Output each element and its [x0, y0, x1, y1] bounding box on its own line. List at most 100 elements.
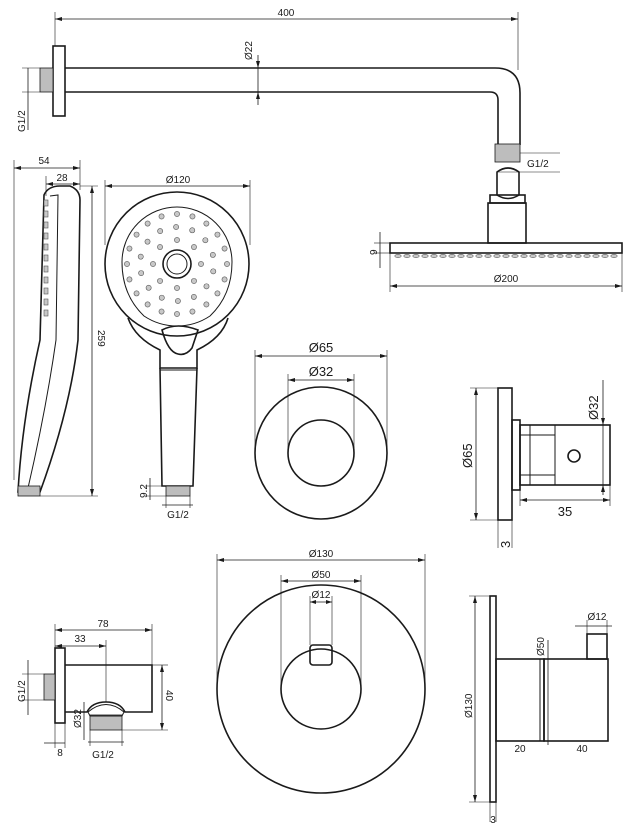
nozzle-dot [174, 311, 180, 317]
arrow [511, 17, 518, 21]
arrow [55, 17, 62, 21]
nozzle-dot [43, 309, 49, 317]
arrow [145, 628, 152, 632]
nozzle-dot [511, 254, 519, 258]
nozzle-dot [221, 245, 228, 252]
nozzle-dot [189, 308, 196, 315]
arrow [474, 388, 478, 395]
hand-side-thread [17, 485, 41, 497]
arrow [256, 92, 260, 99]
nozzle-dot [189, 213, 196, 220]
hand-face-outer [104, 191, 250, 337]
valve-screw [567, 449, 581, 463]
mixer-knob [280, 648, 362, 730]
nozzle-dot [209, 251, 216, 258]
nozzle-dot [529, 254, 537, 258]
nozzle-dot [203, 283, 210, 290]
hand-shower-side-outline [17, 185, 81, 493]
nozzle-dot [144, 238, 151, 245]
nozzle-dot [150, 261, 156, 267]
arrow [243, 184, 250, 188]
arrow [520, 498, 527, 502]
valve-side-body [519, 424, 611, 486]
arrow [615, 284, 622, 288]
arrow [90, 489, 94, 496]
hand-mode-button [161, 325, 200, 356]
nozzle-dot [520, 254, 528, 258]
nozzle-dot [203, 220, 210, 227]
nozzle-dot [457, 254, 465, 258]
label-rosette-inner: Ø32 [309, 364, 334, 379]
nozzle-dot [144, 301, 151, 308]
label-valve-body: Ø32 [586, 395, 601, 420]
mixer-front-view: Ø130 Ø50 Ø12 [216, 549, 426, 794]
nozzle-dot [191, 244, 197, 250]
nozzle-dot [124, 261, 130, 267]
arrow [310, 600, 316, 604]
nozzle-dot [138, 270, 145, 277]
nozzle-dot [43, 254, 49, 262]
label-valve-length: 35 [558, 504, 572, 519]
mixer-side-plate [489, 595, 497, 803]
label-plate-diameter: Ø130 [309, 549, 334, 560]
label-elbow-height: 40 [163, 690, 174, 702]
nozzle-dot [144, 220, 151, 227]
nozzle-dot [394, 254, 402, 258]
nozzle-dot [126, 245, 133, 252]
label-hand-face: Ø120 [166, 175, 191, 186]
nozzle-dot [574, 254, 582, 258]
arrow [354, 579, 361, 583]
nozzle-dot [43, 232, 49, 240]
label-knob-side: Ø50 [536, 637, 547, 656]
nozzle-dot [43, 276, 49, 284]
nozzle-dot [412, 254, 420, 258]
nozzle-dot [214, 290, 221, 297]
arrow [255, 354, 262, 358]
hand-shower-front-view: Ø120 9.2 G1/2 [104, 175, 251, 521]
nozzle-dot [202, 237, 209, 244]
label-head-thickness: 9 [369, 249, 380, 255]
nozzle-dot [448, 254, 456, 258]
nozzle-dot [157, 228, 164, 234]
label-elbow-length: 78 [97, 619, 109, 630]
valve-side-view: Ø65 Ø32 35 3 [460, 380, 611, 548]
label-hand-depth: 54 [38, 156, 50, 167]
arrow [288, 378, 295, 382]
nozzle-dot [190, 294, 197, 300]
hand-neck [127, 317, 229, 369]
arm-end-thread [494, 143, 521, 163]
label-rosette-outer: Ø65 [309, 340, 334, 355]
label-elbow-thread-bottom: G1/2 [92, 750, 114, 761]
hand-shower-side-view: 54 28 259 [13, 156, 106, 497]
label-arm-length: 400 [278, 8, 295, 19]
nozzle-dot [43, 265, 49, 273]
nozzle-dot [421, 254, 429, 258]
nozzle-dot [43, 298, 49, 306]
hand-center-ring [162, 249, 192, 279]
arrow [380, 354, 387, 358]
nozzle-dot [592, 254, 600, 258]
hand-face-nozzles [124, 211, 230, 317]
arrow [160, 665, 164, 672]
arrow [601, 418, 605, 425]
rosette-inner [287, 419, 355, 487]
label-elbow-plate: 8 [57, 748, 63, 759]
arrow [390, 284, 397, 288]
nozzle-dot [133, 231, 140, 238]
nozzle-dot [126, 276, 133, 283]
nozzle-dot [43, 287, 49, 295]
hand-face-inner [121, 206, 233, 327]
arrow [55, 644, 62, 648]
nozzle-dot [191, 278, 197, 284]
label-knob-side-length: 40 [576, 744, 588, 755]
label-plate-side: Ø130 [464, 693, 475, 718]
arm-ball-joint [496, 167, 520, 200]
nozzle-dot [174, 211, 180, 217]
nozzle-dot [224, 261, 230, 267]
nozzle-dot [145, 284, 152, 291]
rain-head-nozzles [394, 254, 618, 258]
nozzle-dot [502, 254, 510, 258]
arm-thread-hatch [39, 67, 54, 93]
arrow [160, 723, 164, 730]
